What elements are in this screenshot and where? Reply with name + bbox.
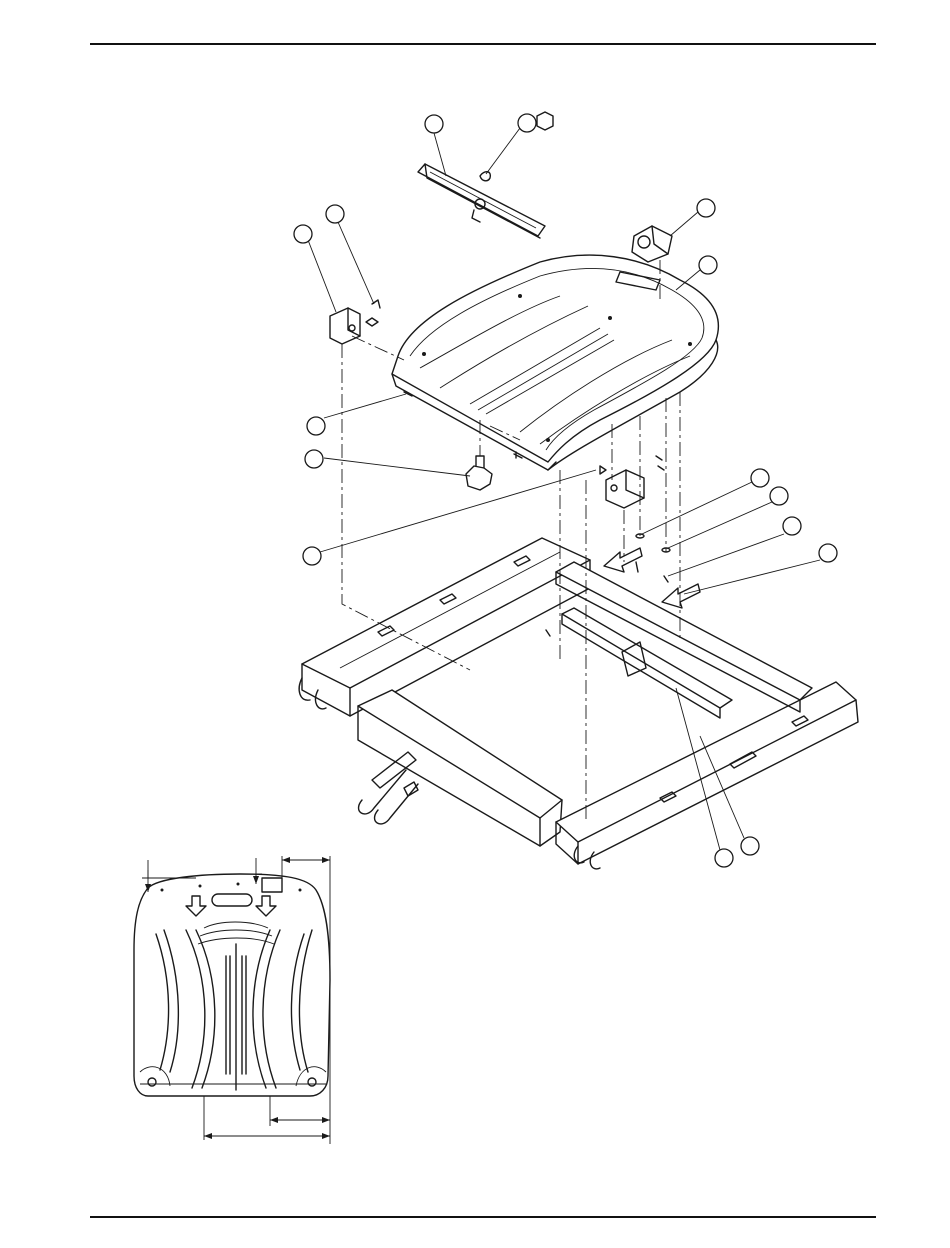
callout-balloon [518,114,536,132]
small-pin [480,172,490,181]
callout-balloon [699,256,717,274]
callout-balloon [751,469,769,487]
callout-balloon [715,849,733,867]
callout-balloon [303,547,321,565]
callout-balloon [783,517,801,535]
callout-balloon [741,837,759,855]
callout-balloon [305,450,323,468]
callout-balloon [770,487,788,505]
callout-balloon [326,205,344,223]
callout-balloon [294,225,312,243]
callout-balloon [425,115,443,133]
base-frame [299,538,858,869]
callout-balloon [307,417,325,435]
callout-balloons [294,112,837,867]
adjustment-knob [466,456,492,490]
callout-balloon [697,199,715,217]
seat-pan [392,255,718,470]
right-rear-bracket [632,226,672,262]
inset-seat-pan-view [134,874,330,1096]
callout-balloon [819,544,837,562]
callout-hex [537,112,553,130]
